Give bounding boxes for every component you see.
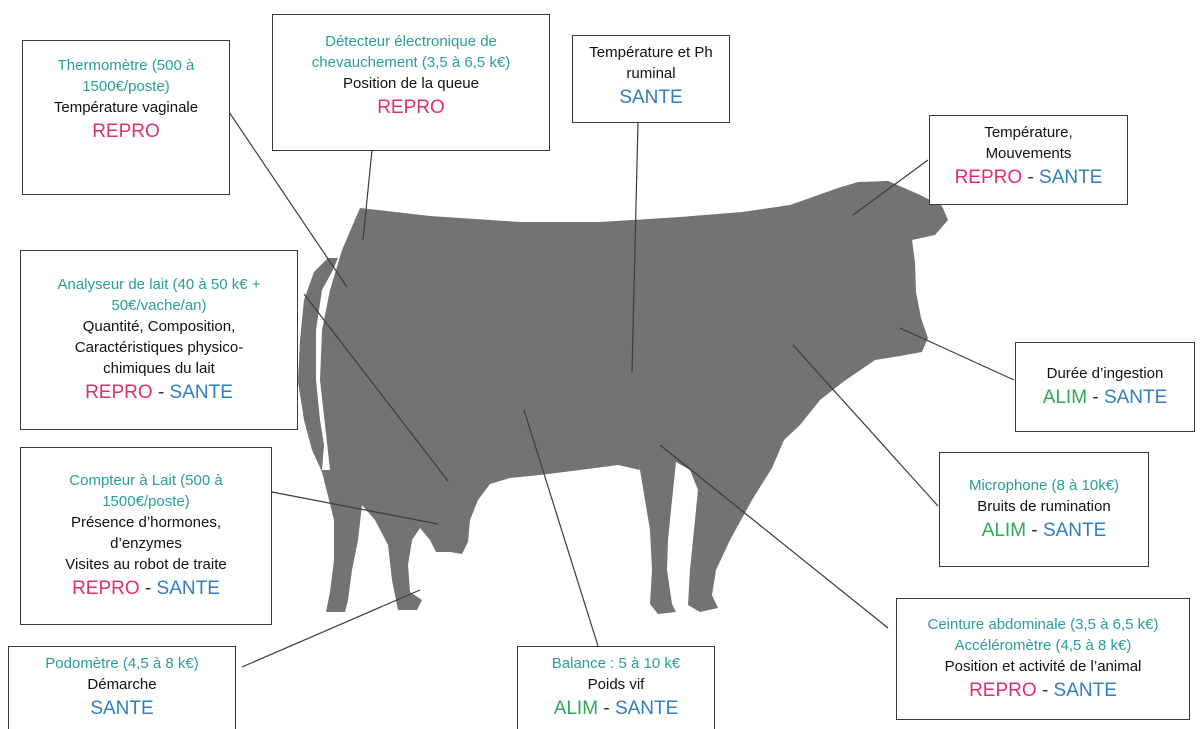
tag-alim: ALIM xyxy=(1043,387,1087,408)
detecteur-title: Détecteur électronique de xyxy=(325,31,497,52)
tag-repro: REPRO xyxy=(72,578,140,599)
analyseur-measure-2: Caractéristiques physico- xyxy=(75,337,243,358)
temperature-ph-measure-2: ruminal xyxy=(626,63,675,84)
tag-sante: SANTE xyxy=(1039,167,1102,188)
duree-ingestion-measure: Durée d’ingestion xyxy=(1047,363,1164,384)
tag-separator: - xyxy=(1031,520,1037,541)
tag-sante: SANTE xyxy=(1054,680,1117,701)
tag-repro: REPRO xyxy=(955,167,1023,188)
tag-alim: ALIM xyxy=(554,698,598,719)
compteur-box: Compteur à Lait (500 à 1500€/poste) Prés… xyxy=(20,447,272,625)
temperature-mouvements-measure-2: Mouvements xyxy=(986,143,1072,164)
tag-sante: SANTE xyxy=(1104,387,1167,408)
compteur-measure: Présence d’hormones, xyxy=(71,512,221,533)
detecteur-tags: REPRO xyxy=(377,94,445,122)
compteur-cost: 1500€/poste) xyxy=(102,491,190,512)
balance-box: Balance : 5 à 10 k€ Poids vif ALIM - SAN… xyxy=(517,646,715,729)
podometre-cost: Podomètre (4,5 à 8 k€) xyxy=(45,653,198,674)
analyseur-measure-3: chimiques du lait xyxy=(103,358,215,379)
balance-cost: Balance : 5 à 10 k€ xyxy=(552,653,680,674)
temperature-mouvements-tags: REPRO - SANTE xyxy=(955,164,1103,192)
microphone-cost: Microphone (8 à 10k€) xyxy=(969,475,1119,496)
microphone-measure: Bruits de rumination xyxy=(977,496,1110,517)
tag-alim: ALIM xyxy=(982,520,1026,541)
thermometre-measure: Température vaginale xyxy=(54,97,198,118)
tag-separator: - xyxy=(145,578,151,599)
ceinture-measure: Position et activité de l’animal xyxy=(945,656,1142,677)
duree-ingestion-leader-line xyxy=(900,328,1014,380)
temperature-mouvements-measure: Température, xyxy=(984,122,1072,143)
tag-sante: SANTE xyxy=(90,698,153,719)
detecteur-box: Détecteur électronique de chevauchement … xyxy=(272,14,550,151)
podometre-tags: SANTE xyxy=(90,695,153,723)
temperature-ph-tags: SANTE xyxy=(619,84,682,112)
temperature-ph-measure: Température et Ph xyxy=(589,42,712,63)
tag-sante: SANTE xyxy=(615,698,678,719)
analyseur-tags: REPRO - SANTE xyxy=(85,379,233,407)
balance-measure: Poids vif xyxy=(588,674,645,695)
thermometre-cost-2: 1500€/poste) xyxy=(82,76,170,97)
temperature-mouvements-box: Température, Mouvements REPRO - SANTE xyxy=(929,115,1128,205)
thermometre-box: Thermomètre (500 à 1500€/poste) Températ… xyxy=(22,40,230,195)
duree-ingestion-box: Durée d’ingestion ALIM - SANTE xyxy=(1015,342,1195,432)
thermometre-tags: REPRO xyxy=(92,118,160,146)
tag-separator: - xyxy=(603,698,609,719)
balance-tags: ALIM - SANTE xyxy=(554,695,679,723)
compteur-measure-3: Visites au robot de traite xyxy=(65,554,226,575)
analyseur-cost: 50€/vache/an) xyxy=(111,295,206,316)
compteur-title: Compteur à Lait (500 à xyxy=(69,470,222,491)
detecteur-cost: chevauchement (3,5 à 6,5 k€) xyxy=(312,52,510,73)
compteur-measure-2: d’enzymes xyxy=(110,533,182,554)
ceinture-tags: REPRO - SANTE xyxy=(969,677,1117,705)
tag-separator: - xyxy=(158,382,164,403)
thermometre-cost: Thermomètre (500 à xyxy=(58,55,195,76)
microphone-tags: ALIM - SANTE xyxy=(982,517,1107,545)
analyseur-title: Analyseur de lait (40 à 50 k€ + xyxy=(57,274,260,295)
microphone-leader-line xyxy=(793,345,938,506)
tag-sante: SANTE xyxy=(170,382,233,403)
podometre-box: Podomètre (4,5 à 8 k€) Démarche SANTE xyxy=(8,646,236,729)
microphone-box: Microphone (8 à 10k€) Bruits de ruminati… xyxy=(939,452,1149,567)
ceinture-box: Ceinture abdominale (3,5 à 6,5 k€) Accél… xyxy=(896,598,1190,720)
tag-sante: SANTE xyxy=(619,87,682,108)
ceinture-cost: Ceinture abdominale (3,5 à 6,5 k€) xyxy=(928,614,1159,635)
tag-sante: SANTE xyxy=(1043,520,1106,541)
cow-silhouette xyxy=(298,181,948,614)
tag-repro: REPRO xyxy=(377,97,445,118)
analyseur-box: Analyseur de lait (40 à 50 k€ + 50€/vach… xyxy=(20,250,298,430)
accelerometre-cost: Accéléromètre (4,5 à 8 k€) xyxy=(955,635,1132,656)
tag-separator: - xyxy=(1092,387,1098,408)
analyseur-measure: Quantité, Composition, xyxy=(83,316,236,337)
tag-repro: REPRO xyxy=(92,121,160,142)
tag-sante: SANTE xyxy=(157,578,220,599)
podometre-measure: Démarche xyxy=(87,674,156,695)
tag-separator: - xyxy=(1042,680,1048,701)
tag-separator: - xyxy=(1027,167,1033,188)
tag-repro: REPRO xyxy=(85,382,153,403)
tag-repro: REPRO xyxy=(969,680,1037,701)
duree-ingestion-tags: ALIM - SANTE xyxy=(1043,384,1168,412)
detecteur-measure: Position de la queue xyxy=(343,73,479,94)
compteur-tags: REPRO - SANTE xyxy=(72,575,220,603)
temperature-ph-box: Température et Ph ruminal SANTE xyxy=(572,35,730,123)
